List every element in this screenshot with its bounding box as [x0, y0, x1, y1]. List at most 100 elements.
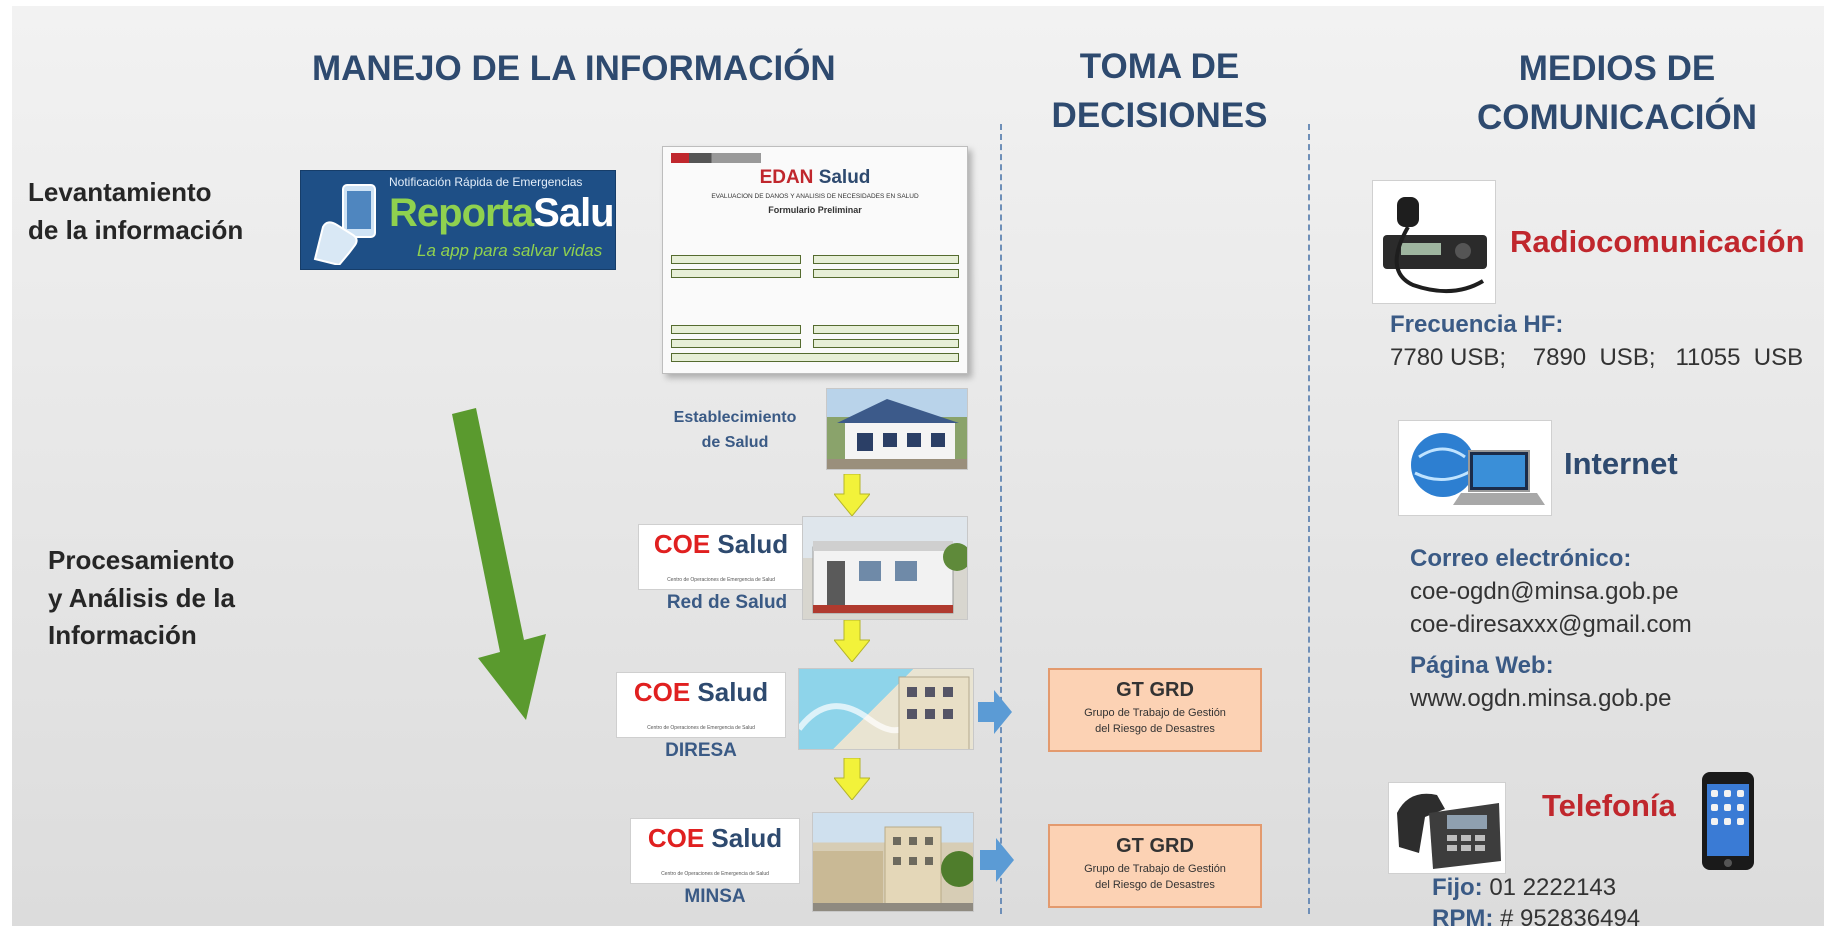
rpm-number: # 952836494 [1500, 905, 1641, 926]
telephone-image [1388, 782, 1506, 874]
gt-grd-line1: Grupo de Trabajo de Gestión [1084, 863, 1226, 875]
coe-subtitle: Centro de Operaciones de Emergencia de S… [661, 871, 769, 877]
header-manejo: MANEJO DE LA INFORMACIÓN [312, 49, 836, 88]
diresa-building-icon [799, 676, 970, 749]
radio-freq-label: Frecuencia HF: [1390, 311, 1564, 338]
health-post-building-icon [827, 399, 967, 469]
minsa-building-icon [813, 826, 973, 911]
edan-field-6 [813, 325, 959, 334]
phone-hand-icon [313, 184, 376, 265]
establecimiento-line1: Establecimiento [673, 409, 797, 426]
reporta-name-part1: Reporta [389, 191, 534, 235]
establecimiento-line2: de Salud [701, 433, 769, 451]
label-levantamiento-line2: de la información [28, 214, 244, 245]
gt-grd-title: GT GRD [1116, 679, 1194, 701]
telefonia-title: Telefonía [1542, 788, 1676, 823]
fijo-label: Fijo: [1432, 874, 1483, 901]
telefonia-info: Fijo: 01 2222143 RPM: # 952836494 [1432, 872, 1732, 926]
header-medios-comunicacion: MEDIOS DE COMUNICACIÓN [1452, 44, 1782, 142]
coe-red-text: COE [653, 529, 711, 559]
coe-red-text: COE [633, 677, 691, 707]
radio-image [1372, 180, 1496, 304]
edan-logo-strip [671, 153, 761, 163]
minsa-photo [812, 812, 974, 912]
gt-grd-box-minsa: GT GRD Grupo de Trabajo de Gestión del R… [1048, 824, 1262, 908]
diresa-photo [798, 668, 974, 750]
edan-title-blue: Salud [818, 167, 871, 188]
edan-subtitle: EVALUACIÓN DE DAÑOS Y ANÁLISIS DE NECESI… [711, 193, 919, 200]
coe-subtitle: Centro de Operaciones de Emergencia de S… [667, 577, 775, 583]
blue-right-arrow-diresa [978, 690, 1012, 734]
smartphone-image [1702, 772, 1754, 870]
email-2: coe-diresaxxx@gmail.com [1410, 611, 1692, 639]
coe-blue-text: Salud [717, 529, 789, 559]
internet-title: Internet [1564, 446, 1678, 481]
yellow-down-arrow-2 [834, 620, 870, 662]
edan-title: EDAN Salud [663, 167, 967, 189]
yellow-down-arrow-3 [834, 758, 870, 800]
green-down-arrow [452, 408, 546, 720]
gt-grd-line2: del Riesgo de Desastres [1095, 722, 1215, 735]
header-toma-line2: DECISIONES [1051, 96, 1268, 135]
separator-right [1308, 124, 1310, 914]
coe-logo-red: COE Salud Centro de Operaciones de Emerg… [638, 524, 804, 590]
reporta-name: ReportaSalud [389, 191, 615, 236]
coe-logo-diresa: COE Salud Centro de Operaciones de Emerg… [616, 672, 786, 738]
reporta-top-text: Notificación Rápida de Emergencias [389, 175, 583, 189]
blue-right-arrow-minsa [980, 838, 1014, 882]
radio-title: Radiocomunicación [1510, 224, 1805, 259]
establecimiento-caption: Establecimiento de Salud [660, 406, 810, 456]
establecimiento-photo [826, 388, 968, 470]
label-procesamiento-line2: y Análisis de la [48, 582, 235, 613]
label-levantamiento-line1: Levantamiento [28, 177, 212, 207]
header-toma-decisiones: TOMA DE DECISIONES [1032, 42, 1287, 140]
rpm-label: RPM: [1432, 905, 1494, 926]
edan-field-9 [671, 353, 959, 362]
coe-blue-text: Salud [697, 677, 769, 707]
radio-freqs: 7780 USB; 7890 USB; 11055 USB [1390, 344, 1804, 372]
internet-info: Correo electrónico: coe-ogdn@minsa.gob.p… [1410, 542, 1824, 716]
reporta-tagline: La app para salvar vidas [417, 241, 603, 260]
header-medios-line2: COMUNICACIÓN [1477, 98, 1757, 137]
edan-field-1 [671, 255, 801, 264]
coe-logo-minsa: COE Salud Centro de Operaciones de Emerg… [630, 818, 800, 884]
label-procesamiento: Procesamiento y Análisis de la Informaci… [48, 542, 235, 655]
edan-field-7 [671, 339, 801, 348]
internet-image [1398, 420, 1552, 516]
edan-field-5 [671, 325, 801, 334]
gt-grd-line1: Grupo de Trabajo de Gestión [1084, 707, 1226, 719]
smartphone-icon [1707, 784, 1749, 867]
reporta-name-part2: Salud [533, 191, 615, 235]
email-1: coe-ogdn@minsa.gob.pe [1410, 578, 1679, 606]
edan-field-2 [813, 255, 959, 264]
edan-field-8 [813, 339, 959, 348]
diagram-canvas: MANEJO DE LA INFORMACIÓN TOMA DE DECISIO… [12, 6, 1824, 926]
web-url: www.ogdn.minsa.gob.pe [1410, 685, 1672, 713]
label-levantamiento: Levantamiento de la información [28, 174, 243, 249]
label-procesamiento-line3: Información [48, 620, 197, 651]
red-de-salud-building-icon [812, 541, 967, 614]
gt-grd-title: GT GRD [1116, 835, 1194, 857]
coe-subtitle: Centro de Operaciones de Emergencia de S… [647, 725, 755, 731]
edan-form-name: Formulario Preliminar [768, 205, 862, 215]
fijo-number: 01 2222143 [1489, 874, 1617, 901]
header-medios-line1: MEDIOS DE [1518, 49, 1716, 88]
edan-title-red: EDAN [759, 167, 814, 188]
gt-grd-box-diresa: GT GRD Grupo de Trabajo de Gestión del R… [1048, 668, 1262, 752]
radio-info: Frecuencia HF: 7780 USB; 7890 USB; 11055… [1390, 308, 1822, 374]
desk-phone-icon [1397, 793, 1501, 869]
red-de-salud-caption: Red de Salud [666, 592, 788, 613]
edan-form-document: EDAN Salud EVALUACIÓN DE DAÑOS Y ANÁLISI… [662, 146, 968, 374]
header-toma-line1: TOMA DE [1079, 47, 1240, 86]
minsa-caption: MINSA [684, 886, 746, 907]
diresa-caption: DIRESA [665, 740, 737, 761]
reporta-salud-logo: Notificación Rápida de Emergencias Repor… [300, 170, 616, 270]
edan-field-3 [671, 269, 801, 278]
yellow-down-arrow-1 [834, 474, 870, 516]
radio-transceiver-icon [1383, 197, 1487, 294]
gt-grd-line2: del Riesgo de Desastres [1095, 878, 1215, 891]
coe-blue-text: Salud [711, 823, 783, 853]
edan-field-4 [813, 269, 959, 278]
globe-laptop-icon [1411, 433, 1545, 505]
email-label: Correo electrónico: [1410, 545, 1632, 572]
